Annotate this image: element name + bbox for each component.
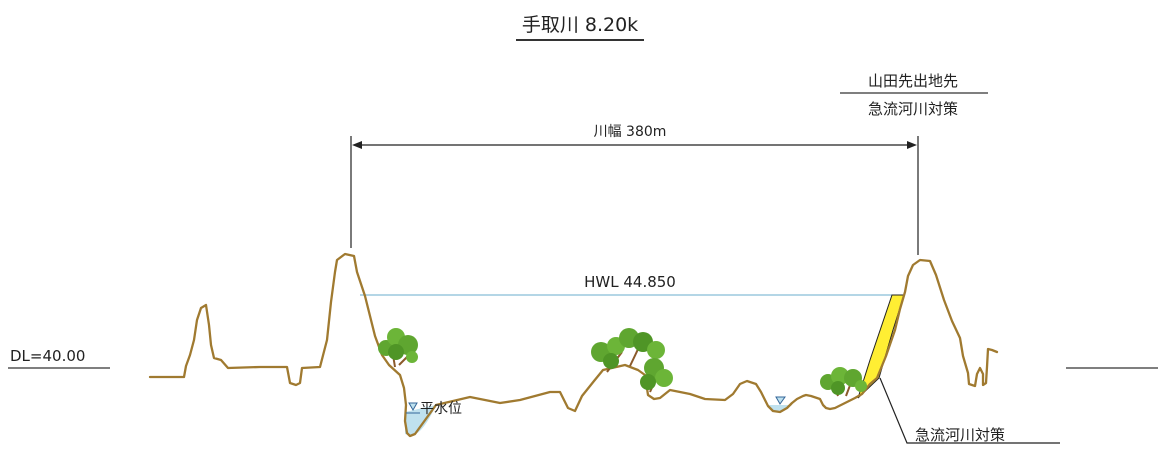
width-arrow-right (907, 141, 917, 149)
title-text: 手取川 8.20k (515, 14, 645, 41)
water-pool-right (769, 405, 792, 412)
width-arrow-left (352, 141, 362, 149)
hwl-label: HWL 44.850 (584, 273, 676, 291)
callout-leader (879, 377, 1060, 444)
water-level-triangle-icon (408, 402, 418, 412)
location-name: 山田先出地先 (867, 72, 958, 90)
low-water-label: 平水位 (420, 401, 462, 417)
tree-icon (591, 328, 673, 393)
page-title: 手取川 8.20k (0, 10, 1160, 41)
location-subtitle: 急流河川対策 (867, 100, 958, 118)
ground-profile (148, 252, 999, 438)
tree-icon (378, 328, 418, 368)
datum-label: DL=40.00 (10, 347, 86, 365)
river-width-label: 川幅 380m (593, 124, 667, 140)
water-level-triangle-icon (775, 396, 786, 405)
tree-icon (820, 367, 867, 397)
revetment-callout-label: 急流河川対策 (915, 426, 1006, 444)
